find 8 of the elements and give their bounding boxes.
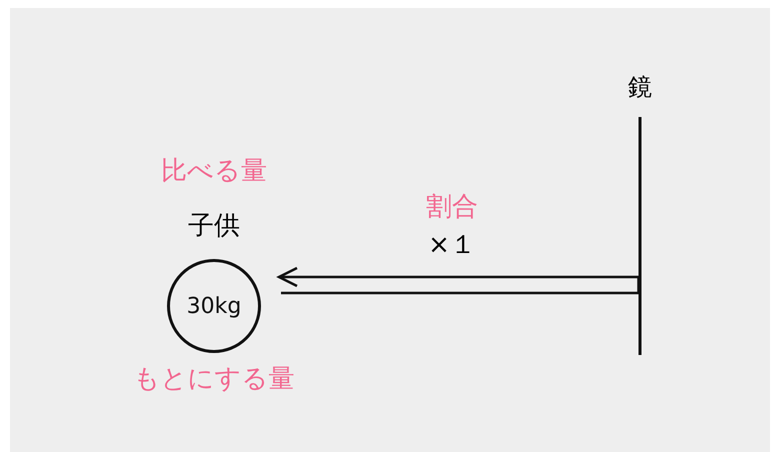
quantity-label: もとにする量 — [134, 366, 294, 392]
arrow — [278, 266, 640, 294]
weight-circle: 30kg — [167, 259, 261, 353]
quantity-label: 比べる量 — [161, 158, 267, 184]
edge-label: ×１ — [428, 232, 476, 258]
mirror-label: 鏡 — [628, 75, 652, 99]
ratio-label: 割合 — [426, 194, 478, 220]
object-label: 子供 — [188, 213, 240, 239]
